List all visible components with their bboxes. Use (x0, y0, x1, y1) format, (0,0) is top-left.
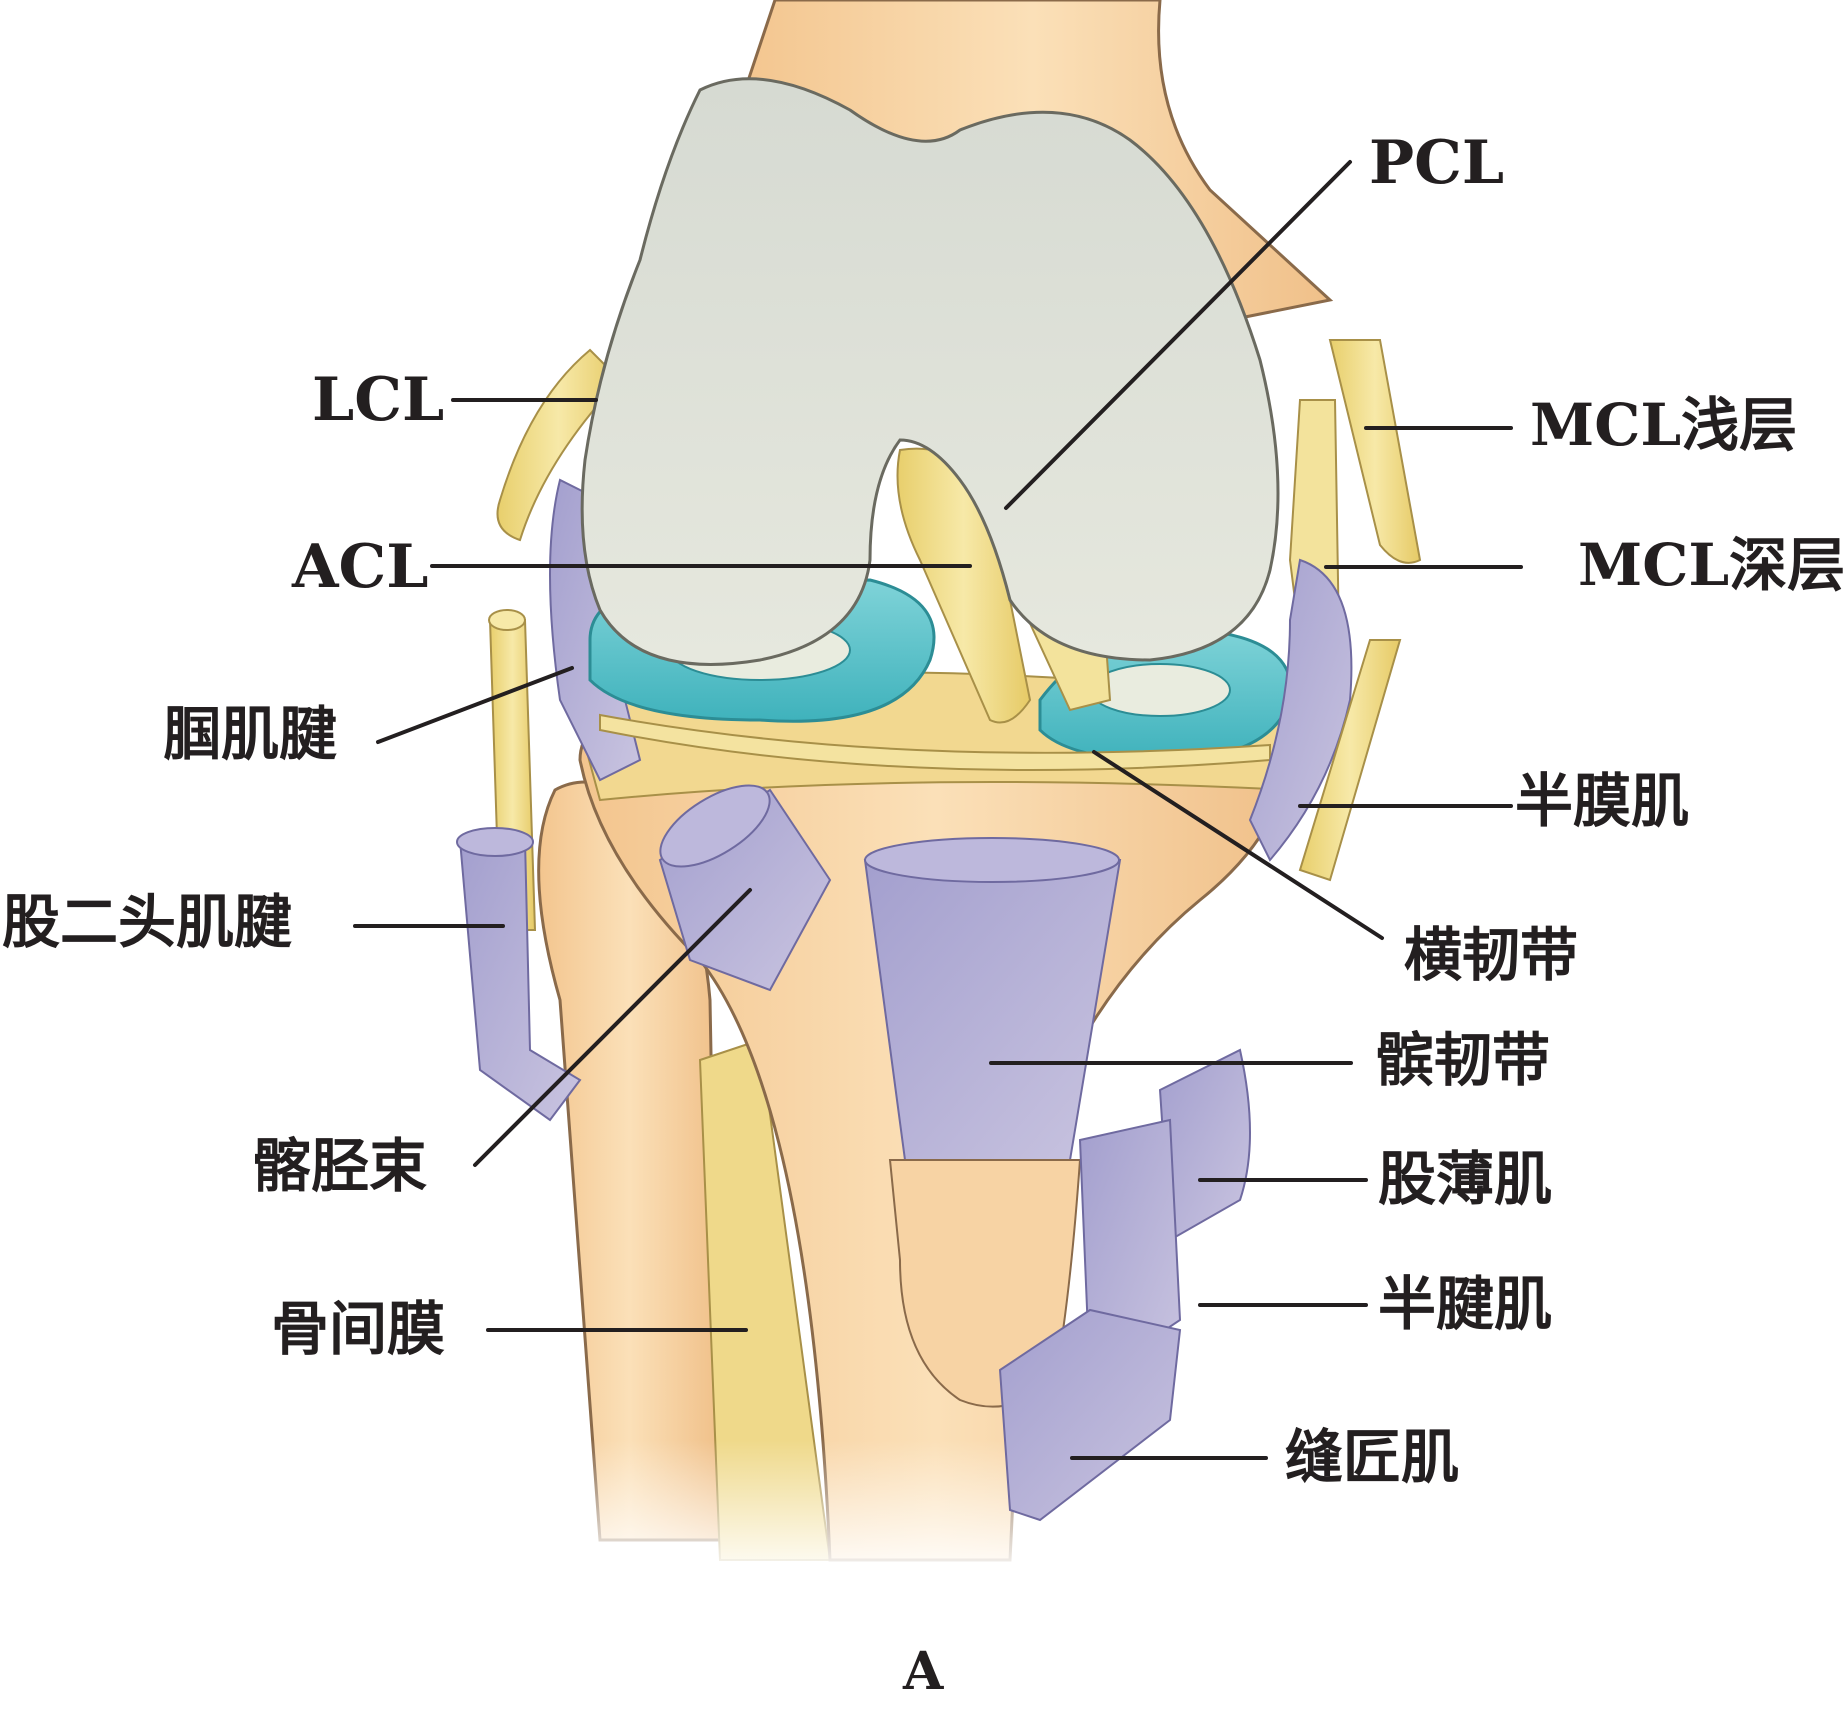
semimembranosus-cord (1298, 639, 1402, 882)
semimembranosus-muscle (1248, 558, 1353, 862)
label-interosseous-membrane: 骨间膜 (271, 1295, 446, 1363)
femoral-condyles (580, 77, 1280, 666)
label-iliotibial-band: 髂胫束 (253, 1132, 428, 1200)
label-mcl-superficial: MCL浅层 (1530, 391, 1798, 459)
mcl-superficial-ligament (1328, 339, 1422, 564)
leader-transverse (1092, 750, 1384, 940)
sartorius-muscle (998, 1308, 1182, 1522)
leader-lines (353, 160, 1523, 1460)
label-sartorius: 缝匠肌 (1285, 1423, 1460, 1491)
label-lcl: LCL (312, 365, 445, 435)
lcl-ligament (496, 348, 622, 542)
label-gracilis: 股薄肌 (1378, 1145, 1553, 1213)
label-acl: ACL (292, 532, 429, 602)
label-mcl-deep: MCL深层 (1578, 531, 1846, 599)
leader-popliteus (376, 666, 574, 744)
leader-pcl (1004, 160, 1352, 510)
label-transverse-ligament: 横韧带 (1404, 921, 1579, 989)
label-biceps-tendon: 股二头肌腱 (2, 888, 293, 956)
leader-iliotibial (473, 888, 752, 1167)
label-pcl: PCL (1369, 128, 1505, 198)
label-semitendinosus: 半腱肌 (1378, 1270, 1553, 1338)
label-patellar-ligament: 髌韧带 (1376, 1026, 1551, 1094)
label-popliteus-tendon: 腘肌腱 (163, 700, 338, 768)
label-semimembranosus: 半膜肌 (1515, 767, 1690, 835)
panel-letter: A (903, 1641, 944, 1702)
patellar-ligament-shape (863, 859, 1122, 1161)
